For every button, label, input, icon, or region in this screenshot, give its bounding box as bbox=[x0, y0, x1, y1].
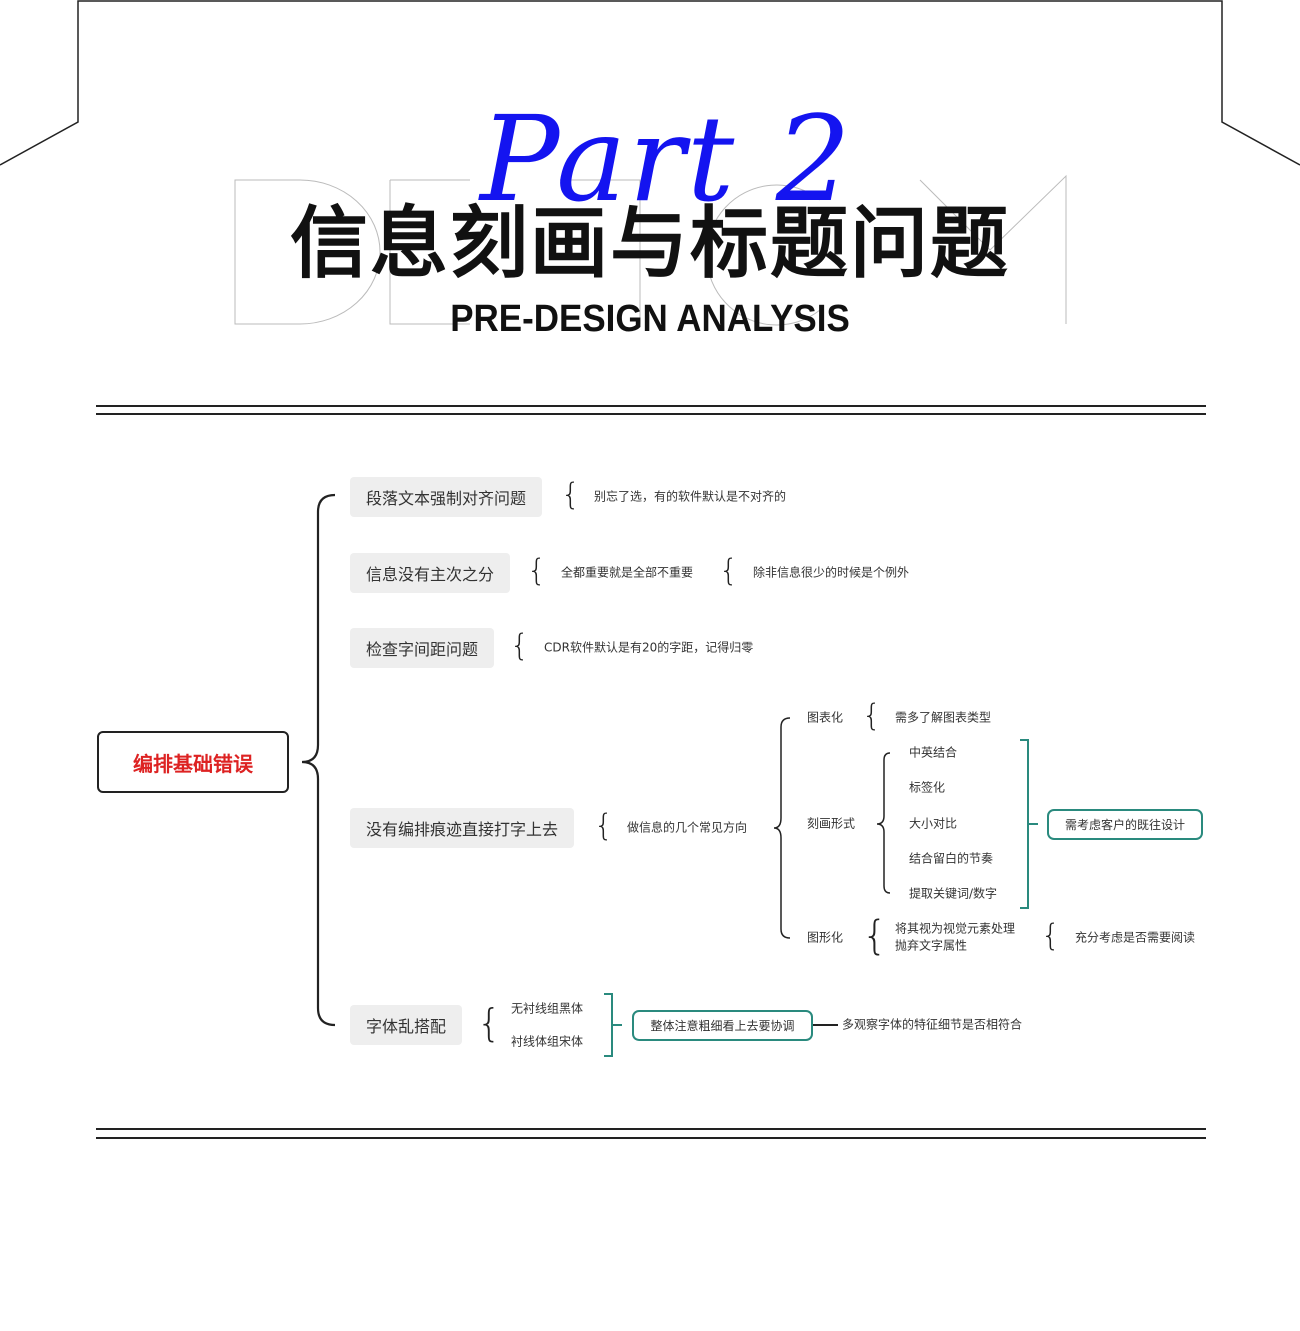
root-node: 编排基础错误 bbox=[97, 731, 289, 793]
outline-letters-watermark bbox=[234, 174, 1067, 326]
brace-icon: { bbox=[719, 553, 739, 589]
note: 别忘了选，有的软件默认是不对齐的 bbox=[594, 489, 787, 504]
brace-icon: { bbox=[561, 477, 581, 513]
divider bbox=[96, 413, 1206, 415]
fonts-summary-bracket bbox=[604, 993, 622, 1057]
note: 做信息的几个常见方向 bbox=[627, 820, 748, 835]
brace-icon: { bbox=[510, 628, 530, 664]
brace-icon: { bbox=[862, 913, 888, 959]
divider bbox=[96, 405, 1206, 407]
direction-label: 图形化 bbox=[807, 930, 844, 945]
forms-summary-bracket bbox=[1020, 739, 1038, 909]
brace-icon: { bbox=[477, 1001, 502, 1046]
branch-node: 检查字间距问题 bbox=[350, 628, 495, 668]
brace-icon: { bbox=[594, 808, 614, 844]
direction-label: 刻画形式 bbox=[807, 816, 856, 831]
form-item: 中英结合 bbox=[909, 745, 958, 760]
branch-node: 没有编排痕迹直接打字上去 bbox=[350, 808, 575, 848]
font-item: 无衬线组黑体 bbox=[511, 1001, 584, 1016]
branch-node: 信息没有主次之分 bbox=[350, 553, 511, 593]
summary-box: 整体注意粗细看上去要协调 bbox=[632, 1010, 813, 1041]
branch-node: 段落文本强制对齐问题 bbox=[350, 477, 543, 517]
brace-icon: { bbox=[527, 553, 547, 589]
main-brace bbox=[301, 493, 336, 1027]
directions-brace bbox=[773, 717, 791, 939]
note: 充分考虑是否需要阅读 bbox=[1075, 930, 1196, 945]
brace-icon: { bbox=[862, 698, 882, 734]
branch-node: 字体乱搭配 bbox=[350, 1005, 463, 1045]
page-title: 信息刻画与标题问题 bbox=[289, 199, 1010, 289]
form-item: 提取关键词/数字 bbox=[909, 886, 998, 901]
direction-label: 图表化 bbox=[807, 710, 844, 725]
note: 抛弃文字属性 bbox=[895, 938, 968, 953]
brace-icon: { bbox=[1041, 918, 1061, 954]
note: 除非信息很少的时候是个例外 bbox=[753, 565, 910, 580]
page-subtitle: PRE-DESIGN ANALYSIS bbox=[450, 298, 850, 340]
forms-brace bbox=[876, 752, 891, 894]
note: CDR软件默认是有20的字距，记得归零 bbox=[544, 640, 754, 655]
divider bbox=[96, 1137, 1206, 1139]
note: 全都重要就是全部不重要 bbox=[561, 565, 694, 580]
note: 多观察字体的特征细节是否相符合 bbox=[842, 1017, 1023, 1032]
form-item: 大小对比 bbox=[909, 816, 958, 831]
divider bbox=[96, 1128, 1206, 1130]
part-number: Part 2 bbox=[480, 90, 853, 228]
summary-box: 需考虑客户的既往设计 bbox=[1047, 809, 1203, 840]
note: 将其视为视觉元素处理 bbox=[895, 921, 1016, 936]
form-item: 标签化 bbox=[909, 780, 946, 795]
form-item: 结合留白的节奏 bbox=[909, 851, 994, 866]
font-item: 衬线体组宋体 bbox=[511, 1034, 584, 1049]
note: 需多了解图表类型 bbox=[895, 710, 992, 725]
